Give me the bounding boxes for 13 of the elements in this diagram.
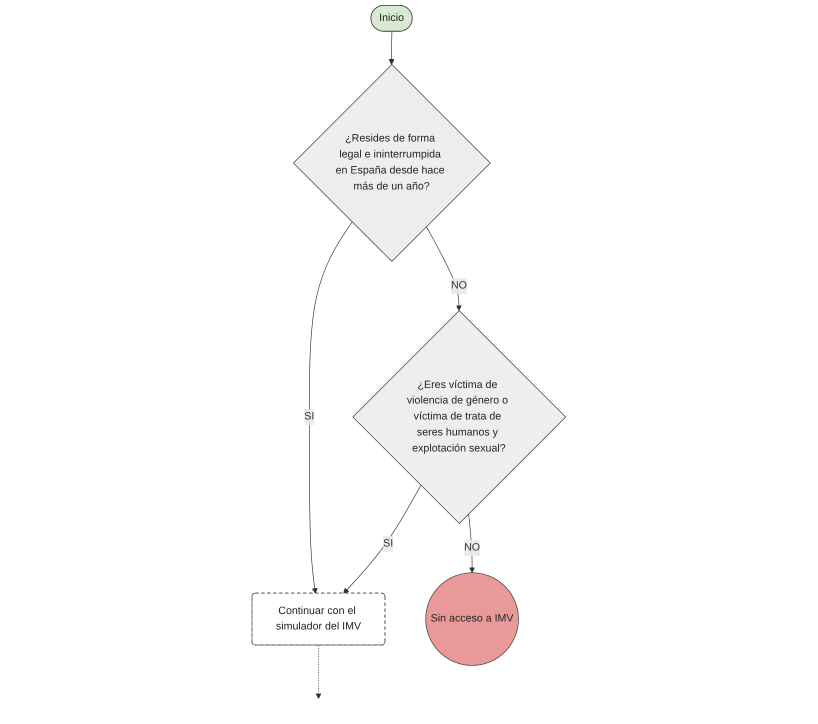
- arrow: [388, 31, 395, 65]
- arrow: [468, 513, 476, 573]
- arrow: [309, 222, 353, 594]
- node-circle: Sin acceso a IMV: [426, 572, 519, 666]
- edge-label: NO: [464, 542, 480, 554]
- edge-label: SI: [304, 411, 315, 422]
- edge-label: SI: [383, 538, 394, 550]
- node-diamond: ¿Eres víctima de violencia de género o víctima de trata de seres humanos y explotación sexual?: [352, 310, 566, 524]
- arrow: [343, 485, 422, 594]
- arrow: [316, 645, 322, 699]
- arrow: [426, 226, 462, 311]
- edge-label: NO: [451, 280, 468, 292]
- node-diamond: ¿Resides de forma legal e ininterrumpida en España desde hace más de un año?: [293, 64, 491, 262]
